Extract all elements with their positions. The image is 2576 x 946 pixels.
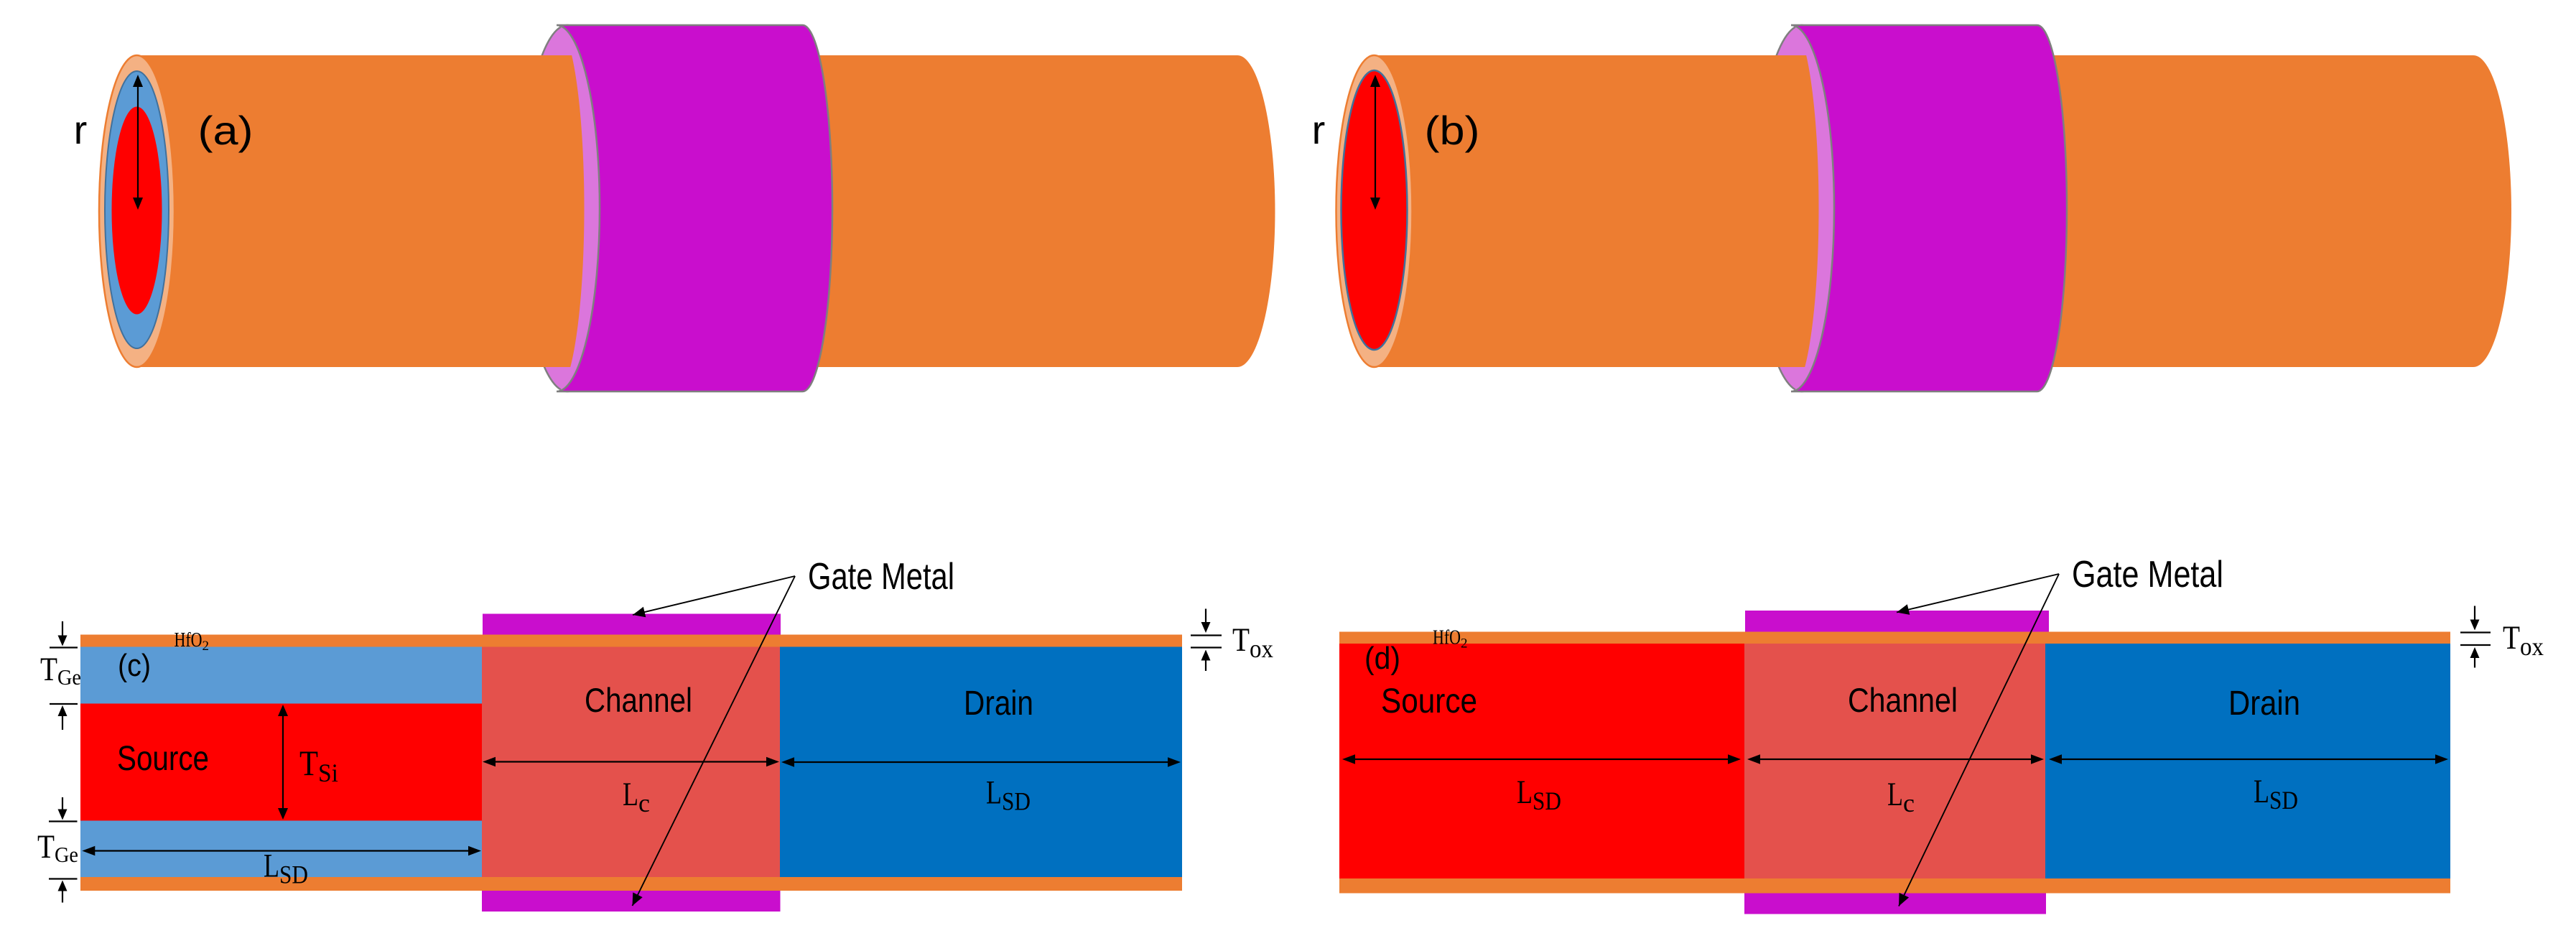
svg-text:(d): (d) bbox=[1364, 641, 1400, 676]
svg-text:Channel: Channel bbox=[1848, 681, 1958, 719]
svg-text:Tox: Tox bbox=[2503, 619, 2544, 661]
svg-text:Channel: Channel bbox=[585, 681, 692, 719]
svg-text:Source: Source bbox=[117, 740, 209, 778]
svg-text:Drain: Drain bbox=[964, 685, 1033, 723]
svg-text:TSi: TSi bbox=[299, 743, 338, 787]
svg-text:LSD: LSD bbox=[264, 848, 308, 889]
svg-text:HfO2: HfO2 bbox=[175, 629, 210, 654]
svg-text:LSD: LSD bbox=[2254, 773, 2298, 815]
svg-text:TGe: TGe bbox=[37, 828, 78, 867]
svg-text:Lc: Lc bbox=[623, 776, 650, 817]
svg-text:Gate Metal: Gate Metal bbox=[808, 556, 954, 598]
svg-text:Lc: Lc bbox=[1887, 776, 1915, 817]
svg-text:Drain: Drain bbox=[2228, 685, 2300, 723]
svg-text:(b): (b) bbox=[1425, 108, 1480, 153]
svg-text:Source: Source bbox=[1381, 682, 1477, 720]
svg-text:Gate Metal: Gate Metal bbox=[2072, 554, 2223, 595]
svg-text:LSD: LSD bbox=[1517, 774, 1561, 815]
svg-text:(c): (c) bbox=[118, 648, 151, 683]
svg-text:r: r bbox=[1312, 107, 1326, 152]
svg-text:HfO2: HfO2 bbox=[1433, 626, 1468, 651]
svg-text:r: r bbox=[74, 107, 88, 152]
svg-text:Tox: Tox bbox=[1232, 621, 1273, 663]
svg-text:TGe: TGe bbox=[40, 651, 81, 690]
svg-text:(a): (a) bbox=[198, 108, 254, 153]
svg-text:LSD: LSD bbox=[986, 774, 1031, 816]
